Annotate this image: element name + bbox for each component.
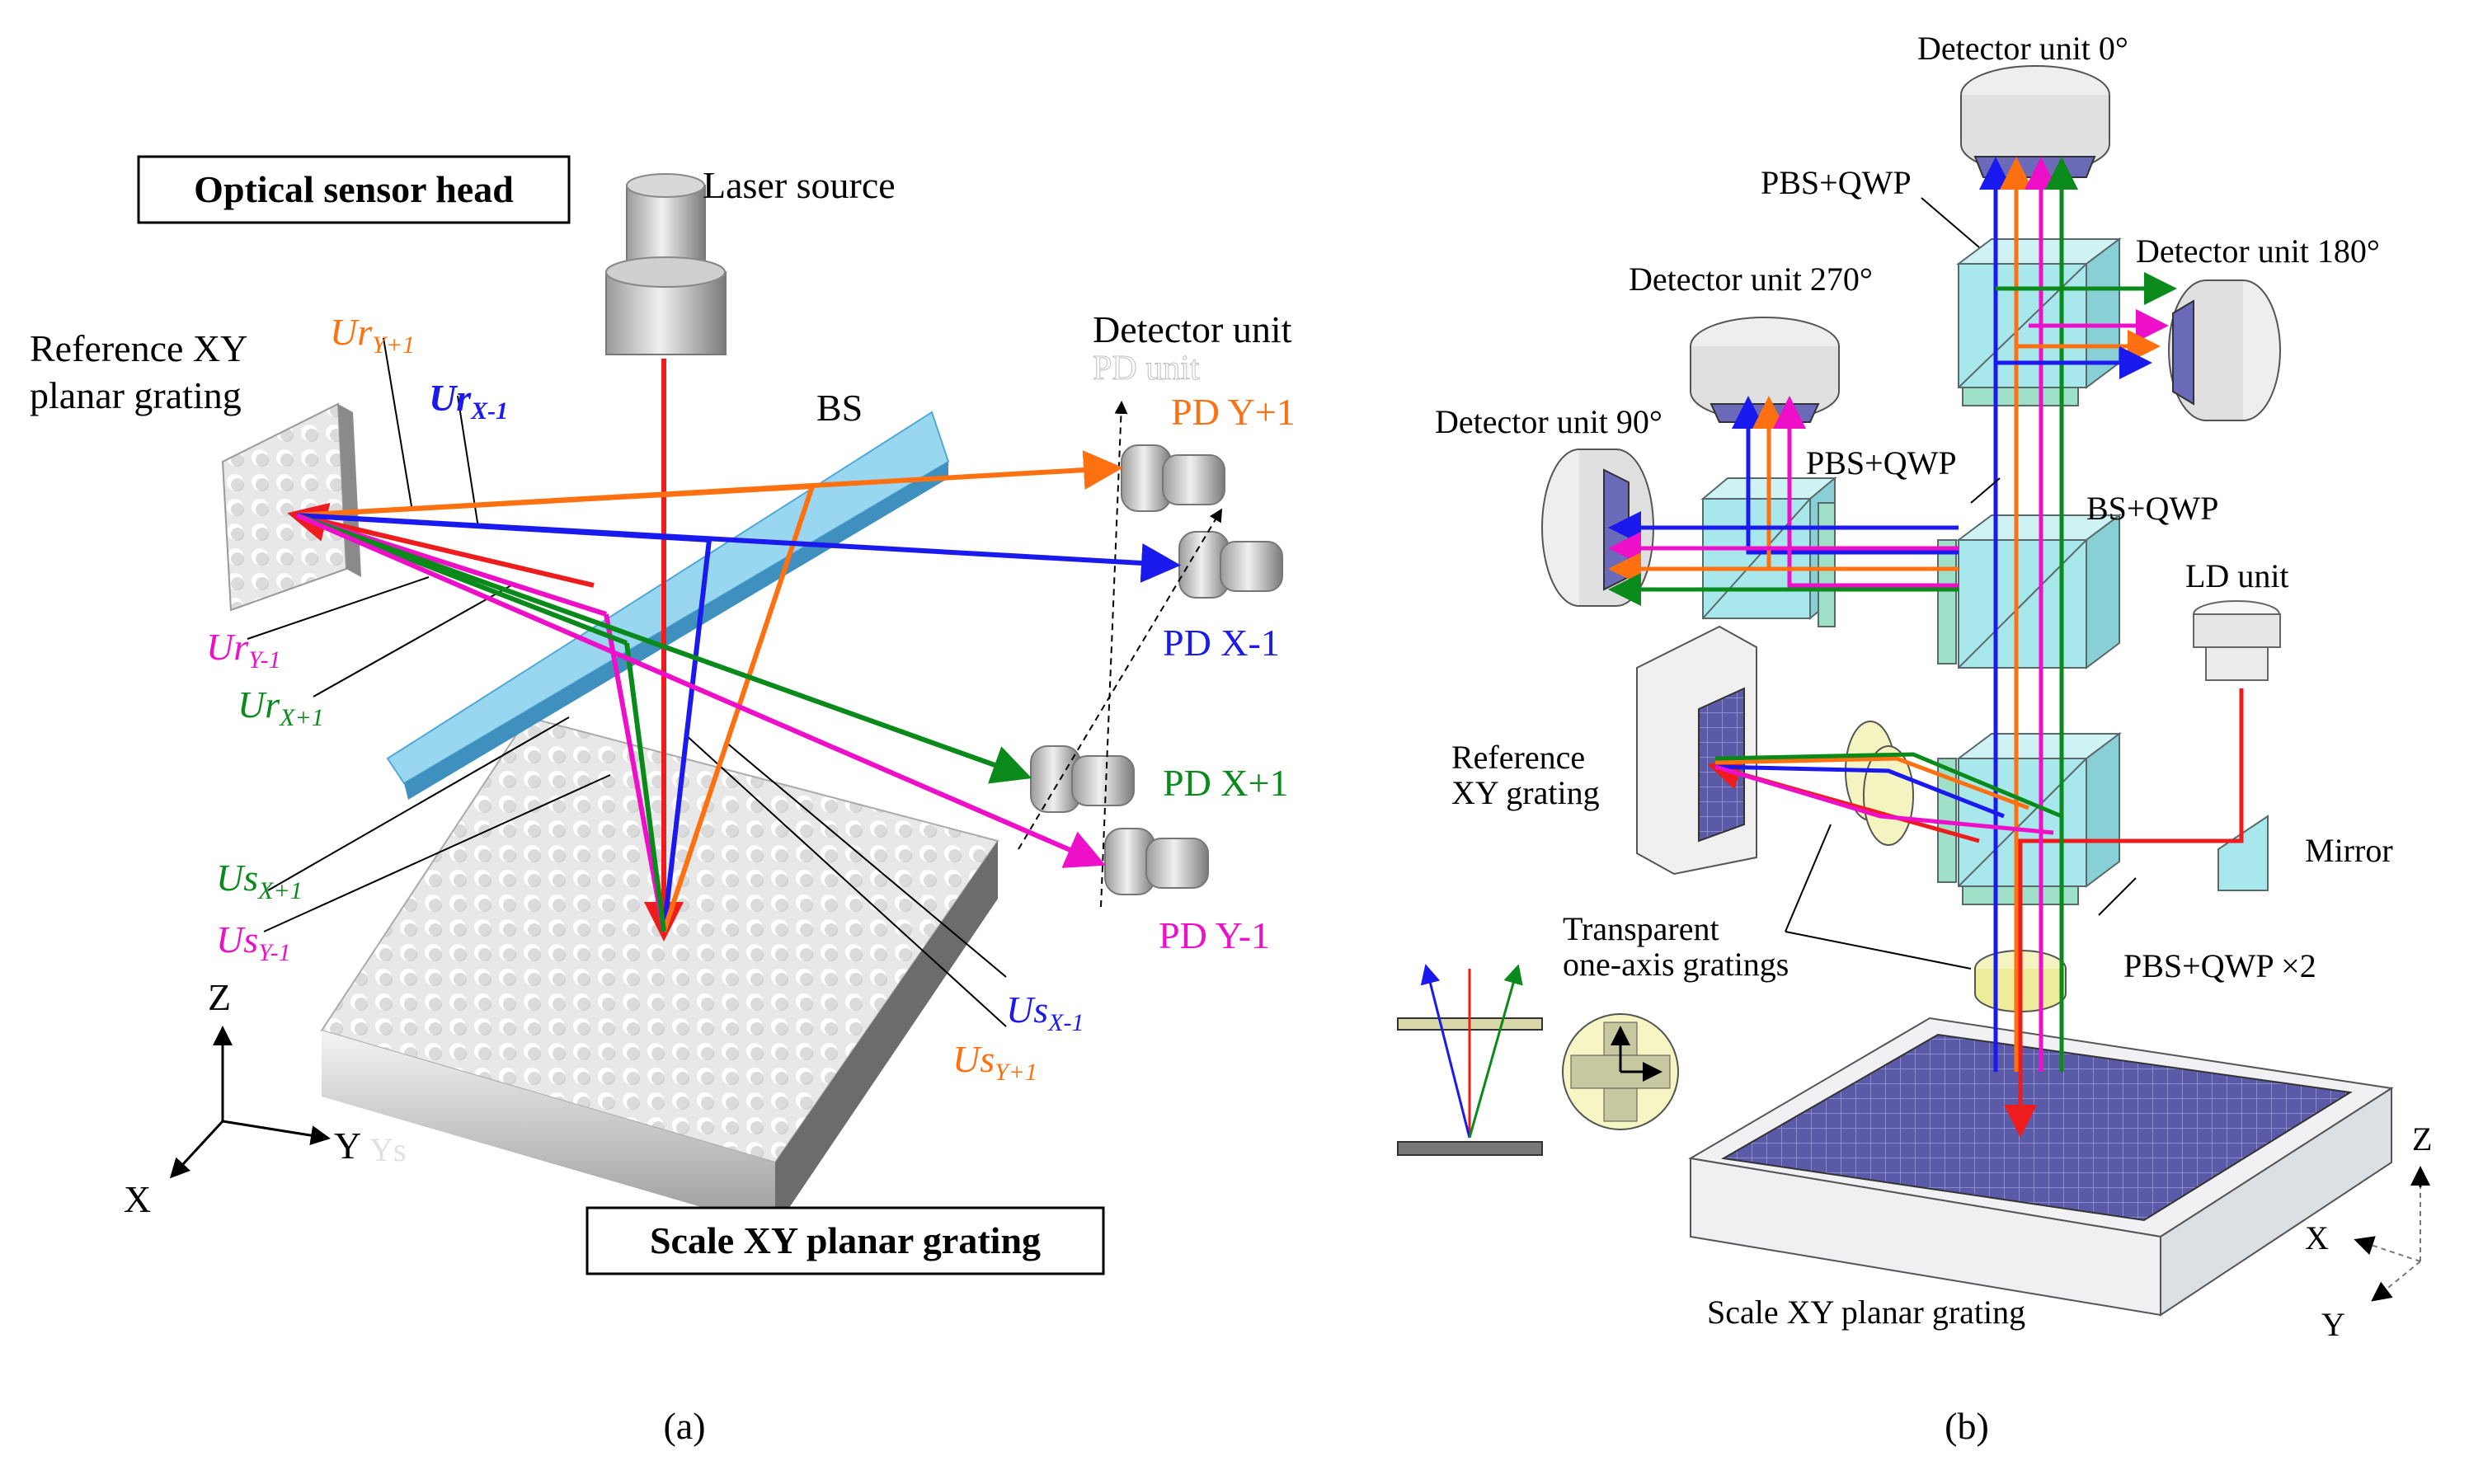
scale-title-box [586, 1206, 1105, 1275]
mirror-label: Mirror [2305, 832, 2393, 869]
pd-y-minus-device [1104, 828, 1209, 895]
inset-grating-diagram [1397, 964, 1679, 1156]
detector-0-device [1960, 65, 2110, 178]
beam-label-us-y-plus: UsY+1 [952, 1038, 1037, 1086]
beam-label-ur-y-minus: UrY-1 [206, 626, 281, 674]
reference-grating-label-b2: XY grating [1451, 774, 1600, 811]
detector-270-label: Detector unit 270° [1629, 261, 1873, 298]
one-axis-grating-upper [1845, 721, 1914, 846]
reference-grating-label-2: planar grating [30, 374, 242, 416]
pbs-qwp-mid-label: PBS+QWP [1806, 444, 1957, 481]
beams-b [1608, 157, 2244, 1138]
caption-b: (b) [1945, 1405, 1989, 1447]
bs-qwp-label: BS+QWP [2086, 490, 2218, 527]
pd-y-plus-label: PD Y+1 [1171, 391, 1296, 433]
axes-a [169, 1026, 331, 1179]
pbs-qwp-lower-cube [1937, 732, 2122, 905]
reference-grating-a [221, 402, 361, 612]
scale-label-b: Scale XY planar grating [1707, 1294, 2025, 1331]
panel-b: Detector unit 0° PBS+QWP Detector unit 1… [1397, 30, 2432, 1447]
transparent-gratings-label-2: one-axis gratings [1563, 946, 1789, 983]
axis-x-b: X [2305, 1219, 2329, 1256]
axis-z-b: Z [2412, 1120, 2432, 1158]
beam-label-us-x-minus: UsX-1 [1006, 989, 1084, 1036]
axis-z-a: Z [208, 976, 231, 1018]
sensor-head-title: Optical sensor head [194, 168, 514, 210]
pd-unit-ghost-label: PD unit [1093, 350, 1200, 387]
pd-x-plus-device [1030, 745, 1135, 813]
axes-b-heads [2354, 1166, 2430, 1302]
leader-lines-b [1785, 197, 2137, 970]
detector-180-label: Detector unit 180° [2136, 232, 2380, 270]
detector-90-label: Detector unit 90° [1435, 403, 1662, 440]
beam-splitter-a [386, 411, 950, 800]
detector-270-device [1690, 317, 1840, 423]
beam-label-ur-x-minus: UrX-1 [429, 377, 508, 425]
pd-x-minus-device [1178, 531, 1283, 599]
scale-grating-a [320, 716, 999, 1228]
pd-y-minus-label: PD Y-1 [1159, 914, 1270, 956]
pbs-qwp-top-label: PBS+QWP [1761, 164, 1912, 201]
laser-source [605, 173, 727, 355]
ld-unit-label: LD unit [2185, 557, 2289, 594]
reference-grating-label-b1: Reference [1451, 739, 1585, 776]
mirror-device [2217, 815, 2269, 891]
reference-grating-b [1636, 625, 1757, 876]
bs-qwp-cube [1937, 514, 2122, 669]
beam-label-us-y-minus: UsY-1 [216, 918, 291, 966]
detector-0-label: Detector unit 0° [1917, 30, 2128, 67]
pbs-qwp-x2-label: PBS+QWP ×2 [2123, 947, 2316, 984]
sensor-head-box [137, 155, 571, 224]
axis-y-a: Y [334, 1125, 361, 1167]
beams-a [287, 359, 1181, 942]
axis-ys-ghost-a: Ys [369, 1131, 406, 1168]
beam-label-ur-y-plus: UrY+1 [330, 311, 415, 359]
scale-title-a: Scale XY planar grating [650, 1219, 1041, 1261]
transparent-gratings-label-1: Transparent [1563, 910, 1719, 947]
pd-x-minus-label: PD X-1 [1163, 622, 1280, 664]
beam-label-us-x-plus: UsX+1 [216, 857, 303, 904]
pd-y-plus-device [1121, 444, 1225, 512]
caption-a: (a) [663, 1405, 705, 1447]
panel-a: Optical sensor head Laser source Referen… [30, 155, 1296, 1447]
axis-x-a: X [124, 1178, 151, 1220]
laser-source-label: Laser source [703, 164, 896, 206]
detector-unit-label-a: Detector unit [1093, 308, 1292, 350]
reference-grating-label-1: Reference XY [30, 327, 247, 369]
scale-grating-b [1688, 1017, 2394, 1317]
bs-label-a: BS [816, 387, 863, 429]
detector-180-device [2168, 279, 2281, 421]
axes-b [2358, 1171, 2421, 1299]
axis-y-b: Y [2321, 1306, 2345, 1343]
ld-unit-device [2193, 600, 2281, 681]
beam-label-ur-x-plus: UrX+1 [237, 683, 324, 731]
pd-x-plus-label: PD X+1 [1163, 762, 1288, 804]
